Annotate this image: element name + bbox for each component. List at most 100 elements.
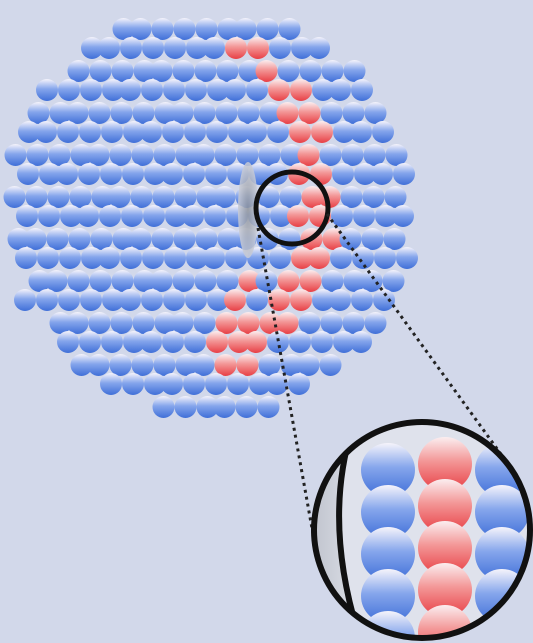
bead-blue (288, 373, 310, 395)
bead-blue (25, 228, 47, 250)
bead-blue (16, 205, 38, 227)
bead-blue (280, 186, 302, 208)
bead-blue (152, 228, 174, 250)
bead-red (277, 312, 299, 334)
bead-blue (130, 18, 152, 40)
bead-blue (183, 163, 205, 185)
bead-red (245, 331, 267, 353)
bead-blue (195, 60, 217, 82)
bead-blue (143, 205, 165, 227)
bead-blue (88, 144, 110, 166)
bead-blue (57, 121, 79, 143)
bead-blue (196, 18, 218, 40)
bead-blue (205, 373, 227, 395)
bead-blue (245, 121, 267, 143)
bead-blue (120, 247, 142, 269)
bead-blue (101, 121, 123, 143)
bead-blue (259, 354, 281, 376)
bead-blue (329, 79, 351, 101)
bead-blue (205, 163, 227, 185)
bead-red (287, 205, 309, 227)
bead-blue (38, 205, 60, 227)
bead-blue (193, 144, 215, 166)
bead-blue (392, 205, 414, 227)
bead-blue (203, 247, 225, 269)
bead-red (311, 121, 333, 143)
bead-red (289, 121, 311, 143)
bead-blue (161, 373, 183, 395)
bead-blue (164, 37, 186, 59)
bead-blue (58, 289, 80, 311)
bead-blue (111, 102, 133, 124)
bead-blue (224, 79, 246, 101)
bead-blue (110, 144, 132, 166)
bead-blue (238, 102, 260, 124)
bead-blue (266, 373, 288, 395)
bead-blue (140, 331, 162, 353)
bead-blue (151, 60, 173, 82)
bead-blue (131, 186, 153, 208)
bead-blue (235, 18, 257, 40)
bead-red (225, 37, 247, 59)
bead-red (290, 289, 312, 311)
bead-blue (330, 247, 352, 269)
bead-blue (196, 228, 218, 250)
bead-red (299, 102, 321, 124)
bead-blue (78, 163, 100, 185)
bead-blue (362, 228, 384, 250)
bead-blue (153, 186, 175, 208)
bead-blue (5, 144, 27, 166)
bead-blue (342, 144, 364, 166)
bead-blue (130, 228, 152, 250)
bead-blue (321, 102, 343, 124)
bead-blue (227, 373, 249, 395)
bead-blue (163, 289, 185, 311)
bead-blue (365, 312, 387, 334)
bead-blue (236, 396, 258, 418)
bead-blue (373, 289, 395, 311)
bead-blue (279, 18, 301, 40)
bead-blue (361, 270, 383, 292)
bead-blue (204, 205, 226, 227)
bead-blue (320, 144, 342, 166)
bead-blue (351, 79, 373, 101)
bead-blue (80, 79, 102, 101)
bead-blue (152, 18, 174, 40)
bead-blue (363, 186, 385, 208)
bead-blue (132, 354, 154, 376)
bead-blue (259, 144, 281, 166)
bead-blue (98, 247, 120, 269)
bead-blue (27, 144, 49, 166)
bead-blue (140, 121, 162, 143)
bead-blue (322, 60, 344, 82)
bead-blue (216, 102, 238, 124)
bead-red (237, 354, 259, 376)
bead-red (278, 270, 300, 292)
bead-blue (17, 163, 39, 185)
bead-blue (311, 331, 333, 353)
bead-blue (185, 289, 207, 311)
bead-blue (269, 37, 291, 59)
bead-blue (36, 79, 58, 101)
bead-blue (48, 186, 70, 208)
bead-red (206, 331, 228, 353)
bead-blue (299, 312, 321, 334)
bead-blue (344, 60, 366, 82)
bead-blue (329, 289, 351, 311)
bead-blue (308, 37, 330, 59)
bead-blue (89, 102, 111, 124)
bead-blue (100, 163, 122, 185)
bead-blue (194, 312, 216, 334)
bead-blue (90, 60, 112, 82)
bead-blue (214, 396, 236, 418)
bead-blue (68, 270, 90, 292)
bead-blue (153, 396, 175, 418)
bead-blue (332, 163, 354, 185)
bead-blue (341, 186, 363, 208)
bead-blue (173, 270, 195, 292)
bead-red (290, 79, 312, 101)
bead-blue (142, 37, 164, 59)
bead-blue (383, 270, 405, 292)
bead-blue (15, 247, 37, 269)
bead-blue (133, 312, 155, 334)
